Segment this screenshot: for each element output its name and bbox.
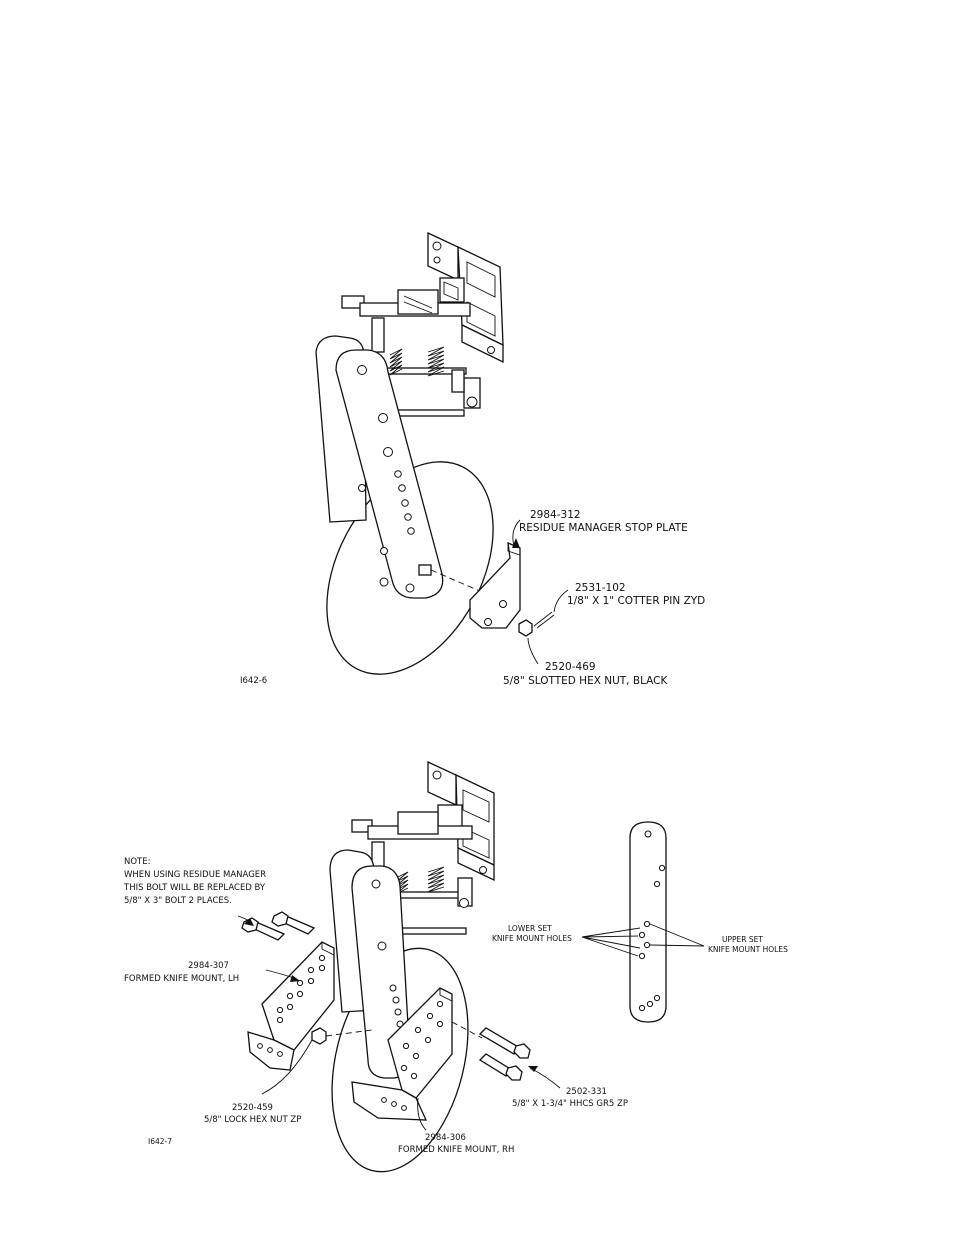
top-figure-id: I642-6 — [240, 676, 267, 686]
lower-set-title: LOWER SET — [508, 924, 552, 933]
note-line-1: NOTE: — [124, 857, 150, 867]
knife-mount-rh-part — [351, 987, 453, 1121]
lock-nut-part — [311, 1027, 327, 1045]
knife-mount-lh-part — [247, 941, 335, 1071]
lock-nut-description: 5/8" LOCK HEX NUT ZP — [204, 1115, 301, 1125]
slotted-nut-description: 5/8" SLOTTED HEX NUT, BLACK — [503, 675, 668, 687]
stop-plate-part — [469, 541, 521, 629]
cotter-pin-description: 1/8" X 1" COTTER PIN ZYD — [567, 595, 705, 607]
knife-mount-lh-part-number: 2984-307 — [188, 961, 229, 971]
stop-plate-description: RESIDUE MANAGER STOP PLATE — [519, 522, 688, 534]
knife-mount-rh-part-number: 2984-306 — [425, 1133, 466, 1143]
note-line-2: WHEN USING RESIDUE MANAGER — [124, 870, 266, 880]
lower-set-subtitle: KNIFE MOUNT HOLES — [492, 934, 572, 943]
slotted-nut-part-number: 2520-469 — [545, 661, 596, 673]
hhcs-bolt-part — [451, 1021, 531, 1081]
stop-plate-part-number: 2984-312 — [530, 509, 581, 521]
top-assembly-drawing — [315, 231, 569, 675]
hhcs-bolt-description: 5/8" X 1-3/4" HHCS GR5 ZP — [512, 1099, 628, 1109]
top-arm — [335, 349, 444, 599]
arm-hole-detail — [581, 821, 705, 1023]
slotted-nut-part — [518, 619, 533, 637]
knife-mount-lh-description: FORMED KNIFE MOUNT, LH — [124, 974, 239, 984]
top-mount-bracket — [427, 231, 504, 364]
top-pivot-shaft — [341, 289, 481, 417]
upper-set-subtitle: KNIFE MOUNT HOLES — [708, 945, 788, 954]
replacement-bolts — [241, 911, 316, 941]
bottom-figure-id: I642-7 — [148, 1137, 172, 1146]
lock-nut-part-number: 2520-459 — [232, 1103, 273, 1113]
note-line-4: 5/8" X 3" BOLT 2 PLACES. — [124, 896, 232, 906]
top-springs — [389, 346, 465, 393]
bottom-assembly-drawing — [237, 760, 561, 1173]
bottom-mount-bracket — [427, 760, 495, 882]
hhcs-bolt-part-number: 2502-331 — [566, 1087, 607, 1097]
cotter-pin-part-number: 2531-102 — [575, 582, 626, 594]
note-line-3: THIS BOLT WILL BE REPLACED BY — [123, 883, 266, 893]
upper-set-title: UPPER SET — [722, 935, 763, 944]
knife-mount-rh-description: FORMED KNIFE MOUNT, RH — [398, 1145, 514, 1155]
cotter-pin-part — [533, 611, 555, 629]
